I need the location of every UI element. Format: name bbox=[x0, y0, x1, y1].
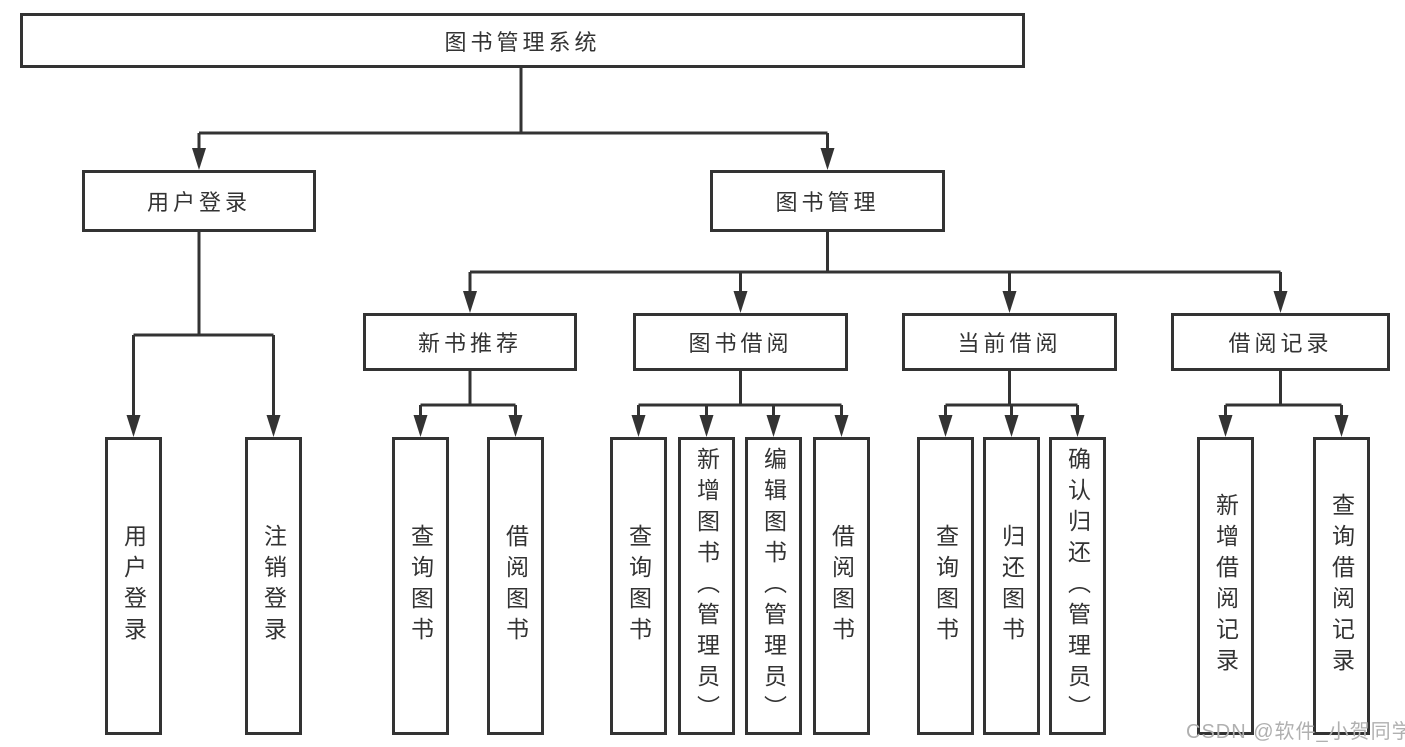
leaf-query-books-recommend: 查询图书 bbox=[392, 437, 449, 735]
node-book-management: 图书管理 bbox=[710, 170, 945, 232]
node-label: 当前借阅 bbox=[957, 331, 1062, 356]
node-current-borrowing: 当前借阅 bbox=[902, 313, 1117, 371]
leaf-logout: 注销登录 bbox=[245, 437, 302, 735]
node-new-book-recommendation: 新书推荐 bbox=[363, 313, 577, 371]
leaf-query-borrow-record: 查询借阅记录 bbox=[1313, 437, 1370, 735]
csdn-watermark: CSDN @软件_小贺同学 bbox=[1186, 721, 1405, 743]
leaf-label: 借阅图书 bbox=[828, 524, 855, 648]
leaf-label: 归还图书 bbox=[998, 524, 1025, 648]
node-book-borrowing: 图书借阅 bbox=[633, 313, 848, 371]
leaf-label: 新增图书（管理员） bbox=[693, 446, 720, 726]
node-user-login: 用户登录 bbox=[82, 170, 316, 232]
leaf-borrow-books-borrowing: 借阅图书 bbox=[813, 437, 870, 735]
node-label: 图书借阅 bbox=[688, 331, 793, 356]
node-label: 新书推荐 bbox=[417, 331, 522, 356]
leaf-return-books: 归还图书 bbox=[983, 437, 1040, 735]
node-borrowing-records: 借阅记录 bbox=[1171, 313, 1390, 371]
leaf-label: 查询借阅记录 bbox=[1328, 493, 1355, 679]
leaf-user-login: 用户登录 bbox=[105, 437, 162, 735]
leaf-add-book-admin: 新增图书（管理员） bbox=[678, 437, 735, 735]
leaf-label: 注销登录 bbox=[260, 524, 287, 648]
leaf-query-books-current: 查询图书 bbox=[917, 437, 974, 735]
node-book-management-system: 图书管理系统 bbox=[20, 13, 1025, 68]
leaf-label: 用户登录 bbox=[120, 524, 147, 648]
leaf-add-borrow-record: 新增借阅记录 bbox=[1197, 437, 1254, 735]
leaf-label: 确认归还（管理员） bbox=[1064, 446, 1091, 726]
node-label: 借阅记录 bbox=[1228, 331, 1333, 356]
leaf-confirm-return-admin: 确认归还（管理员） bbox=[1049, 437, 1106, 735]
leaf-borrow-books-recommend: 借阅图书 bbox=[487, 437, 544, 735]
leaf-label: 查询图书 bbox=[625, 524, 652, 648]
leaf-label: 新增借阅记录 bbox=[1212, 493, 1239, 679]
node-label: 用户登录 bbox=[146, 190, 251, 215]
node-label: 图书管理系统 bbox=[444, 29, 601, 55]
leaf-edit-book-admin: 编辑图书（管理员） bbox=[745, 437, 802, 735]
leaf-query-books-borrowing: 查询图书 bbox=[610, 437, 667, 735]
arrowheads bbox=[126, 148, 1349, 437]
leaf-label: 借阅图书 bbox=[502, 524, 529, 648]
leaf-label: 编辑图书（管理员） bbox=[760, 446, 787, 726]
leaf-label: 查询图书 bbox=[932, 524, 959, 648]
node-label: 图书管理 bbox=[775, 190, 880, 215]
leaf-label: 查询图书 bbox=[407, 524, 434, 648]
